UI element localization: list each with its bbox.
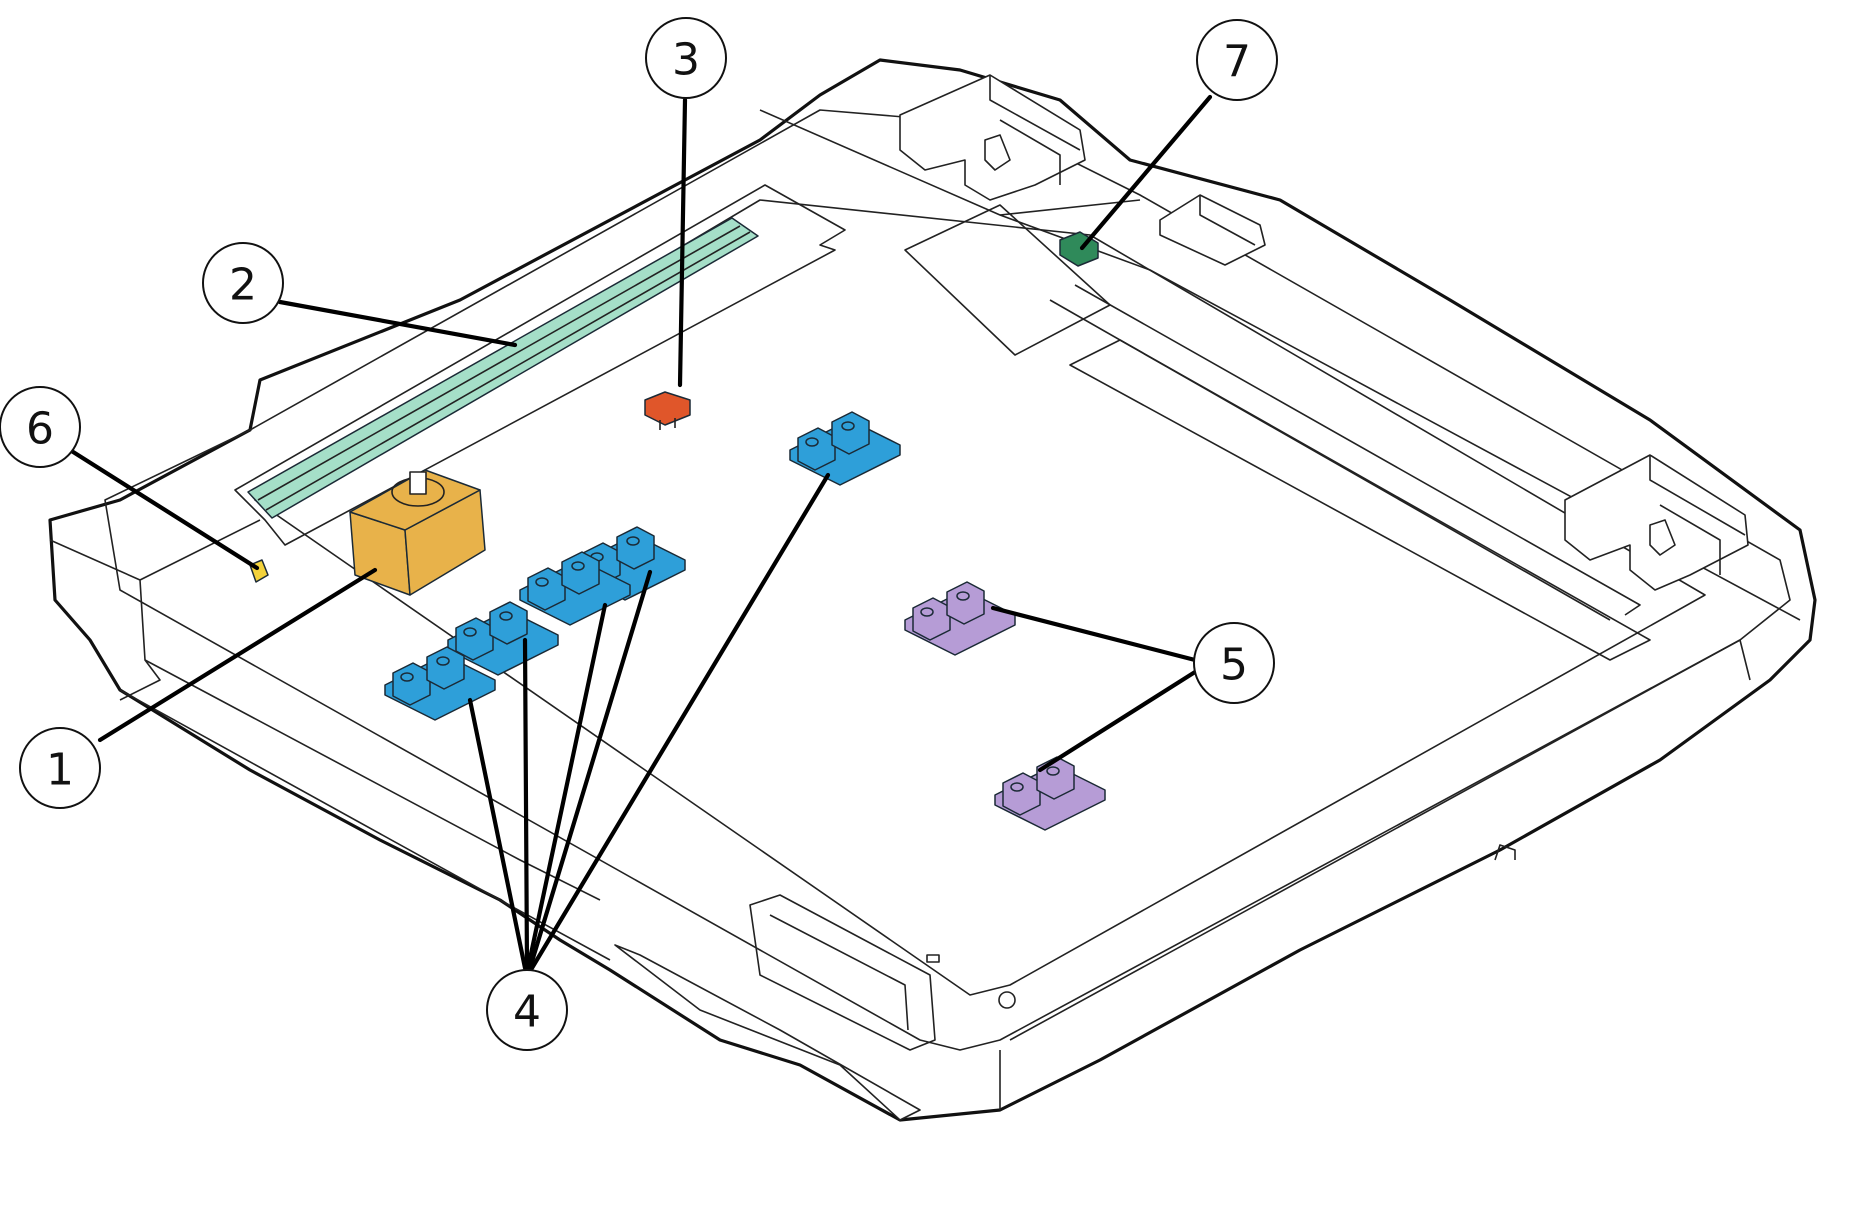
callout-4-label: 4 — [513, 987, 541, 1038]
callout-7-label: 7 — [1223, 37, 1251, 88]
leader-3 — [677, 97, 688, 388]
leader-lines — [67, 94, 1213, 971]
rear-edge-2 — [999, 199, 1141, 216]
front-handle — [749, 894, 936, 1051]
leader-5a — [990, 605, 1198, 663]
rail-channel — [234, 184, 846, 546]
scanner-base-unit — [48, 58, 1817, 1122]
callout-2: 2 — [202, 242, 284, 324]
front-marker — [926, 954, 940, 963]
top-pad-left — [904, 204, 1111, 356]
rail-assembly — [234, 184, 846, 546]
scan-bed-inner-edge-2 — [1074, 284, 1641, 616]
leader-4d — [527, 569, 653, 971]
leader-4b — [522, 637, 530, 971]
sensor-blue-group — [384, 411, 901, 721]
motor-assembly — [349, 469, 486, 596]
sensor-purple-2 — [994, 756, 1106, 831]
lower-tray — [614, 944, 921, 1121]
corner-screw — [998, 991, 1016, 1009]
leader-2 — [277, 299, 518, 348]
callouts: 1 2 3 4 5 6 7 — [0, 17, 1278, 1051]
callout-1-label: 1 — [46, 745, 74, 796]
callout-5: 5 — [1193, 622, 1275, 704]
leader-4c — [525, 602, 608, 971]
sensor-blue-4 — [447, 601, 559, 676]
rail — [247, 217, 759, 519]
right-front-edge — [999, 639, 1751, 1110]
top-plate-rim — [104, 109, 1791, 1051]
sensor-blue-1 — [789, 411, 901, 486]
sensor-red — [644, 391, 691, 430]
callout-6-label: 6 — [26, 404, 54, 455]
base-outline — [48, 58, 1817, 1122]
callout-3-label: 3 — [672, 35, 700, 86]
callout-5-label: 5 — [1220, 640, 1248, 691]
sensor-blue-5 — [384, 646, 496, 721]
sensor-purple-1 — [904, 581, 1016, 656]
callout-1: 1 — [19, 727, 101, 809]
scan-bed — [254, 199, 1706, 996]
hinge-rear-left — [899, 74, 1086, 201]
leader-4e — [529, 472, 831, 971]
hinge-right — [1564, 454, 1749, 591]
leader-4a — [467, 697, 528, 971]
motor-top — [349, 469, 481, 531]
leader-6 — [67, 447, 260, 571]
front-handle-inner — [769, 914, 909, 1031]
callout-4: 4 — [486, 969, 568, 1051]
callout-2-label: 2 — [229, 260, 257, 311]
motor-shaft — [409, 471, 427, 495]
hinge-rear-middle — [1159, 194, 1266, 266]
top-pad-right — [1069, 339, 1651, 661]
leader-5b — [1037, 669, 1198, 773]
right-side-lip — [1494, 844, 1516, 861]
callout-7: 7 — [1196, 19, 1278, 101]
leader-1 — [97, 567, 378, 743]
sensor-purple-group — [904, 581, 1106, 831]
leader-7 — [1079, 94, 1213, 251]
callout-6: 6 — [0, 386, 81, 468]
front-lower-edge — [119, 659, 611, 961]
rail-slot — [257, 225, 751, 511]
callout-3: 3 — [645, 17, 727, 99]
